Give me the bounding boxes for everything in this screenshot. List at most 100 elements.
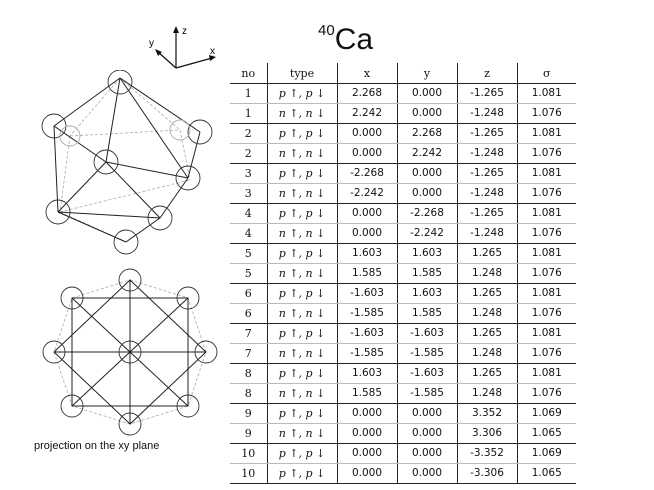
- cell-x: 0.000: [336, 423, 397, 444]
- cell-y: -1.585: [396, 343, 457, 364]
- cell-x: 0.000: [336, 463, 397, 484]
- cell-type: n ↑, n ↓: [266, 383, 337, 404]
- cell-sigma: 1.069: [516, 403, 576, 424]
- table-header-row: no type x y z σ: [230, 63, 576, 84]
- cell-sigma: 1.076: [516, 303, 576, 324]
- cell-z: 3.352: [456, 403, 517, 424]
- cell-z: 1.265: [456, 283, 517, 304]
- cell-no: 6: [230, 303, 267, 324]
- cell-type: p ↑, p ↓: [266, 363, 337, 384]
- cell-y: 1.603: [396, 243, 457, 264]
- mass-number: 40: [318, 22, 335, 39]
- cell-y: -1.603: [396, 363, 457, 384]
- page-title: 40Ca: [318, 22, 373, 57]
- cell-no: 9: [230, 403, 267, 424]
- column-header-x: x: [336, 63, 397, 84]
- element-symbol: Ca: [334, 23, 374, 56]
- cell-x: 2.268: [336, 83, 397, 104]
- cell-x: -1.585: [336, 303, 397, 324]
- cell-sigma: 1.081: [516, 123, 576, 144]
- cell-type: p ↑, p ↓: [266, 443, 337, 464]
- cell-sigma: 1.081: [516, 243, 576, 264]
- cell-z: 1.265: [456, 243, 517, 264]
- cell-type: n ↑, n ↓: [266, 103, 337, 124]
- cell-type: n ↑, n ↓: [266, 343, 337, 364]
- xy-projection-diagram: [42, 268, 218, 436]
- cell-type: p ↑, p ↓: [266, 323, 337, 344]
- cell-no: 8: [230, 363, 267, 384]
- cell-y: 1.603: [396, 283, 457, 304]
- cell-sigma: 1.081: [516, 283, 576, 304]
- cell-z: -1.265: [456, 83, 517, 104]
- cell-x: 0.000: [336, 403, 397, 424]
- cell-z: 1.248: [456, 303, 517, 324]
- cell-y: -2.242: [396, 223, 457, 244]
- cell-sigma: 1.076: [516, 183, 576, 204]
- cell-no: 1: [230, 83, 267, 104]
- cell-y: 2.242: [396, 143, 457, 164]
- cell-z: -1.265: [456, 123, 517, 144]
- cell-y: -1.585: [396, 383, 457, 404]
- cell-type: n ↑, n ↓: [266, 183, 337, 204]
- cell-z: 1.265: [456, 323, 517, 344]
- cell-sigma: 1.069: [516, 443, 576, 464]
- cell-z: 1.248: [456, 263, 517, 284]
- cell-z: -1.248: [456, 103, 517, 124]
- cell-sigma: 1.081: [516, 163, 576, 184]
- cell-sigma: 1.076: [516, 223, 576, 244]
- cell-y: 2.268: [396, 123, 457, 144]
- cell-z: 1.265: [456, 363, 517, 384]
- cell-type: n ↑, n ↓: [266, 303, 337, 324]
- cell-y: 0.000: [396, 403, 457, 424]
- cell-type: p ↑, p ↓: [266, 463, 337, 484]
- cell-x: 1.603: [336, 363, 397, 384]
- cell-sigma: 1.076: [516, 343, 576, 364]
- cell-z: 1.248: [456, 343, 517, 364]
- cell-x: 0.000: [336, 123, 397, 144]
- cell-x: 1.603: [336, 243, 397, 264]
- cell-x: 2.242: [336, 103, 397, 124]
- cell-type: n ↑, n ↓: [266, 223, 337, 244]
- cell-no: 8: [230, 383, 267, 404]
- cell-sigma: 1.081: [516, 323, 576, 344]
- cell-z: -1.265: [456, 163, 517, 184]
- axis-label-x: x: [210, 46, 215, 57]
- cell-y: 0.000: [396, 443, 457, 464]
- cell-z: -1.265: [456, 203, 517, 224]
- cell-x: -2.268: [336, 163, 397, 184]
- cell-no: 3: [230, 183, 267, 204]
- cell-y: -1.603: [396, 323, 457, 344]
- cell-x: 0.000: [336, 223, 397, 244]
- column-header-sigma: σ: [516, 63, 576, 84]
- cell-sigma: 1.081: [516, 363, 576, 384]
- cell-type: p ↑, p ↓: [266, 403, 337, 424]
- cell-no: 6: [230, 283, 267, 304]
- cell-no: 9: [230, 423, 267, 444]
- axis-label-y: y: [149, 38, 154, 49]
- cell-no: 4: [230, 223, 267, 244]
- cell-x: 0.000: [336, 203, 397, 224]
- cell-x: 1.585: [336, 263, 397, 284]
- cell-no: 5: [230, 243, 267, 264]
- cell-sigma: 1.065: [516, 463, 576, 484]
- cell-type: n ↑, n ↓: [266, 263, 337, 284]
- column-header-y: y: [396, 63, 457, 84]
- cell-no: 2: [230, 123, 267, 144]
- cell-sigma: 1.065: [516, 423, 576, 444]
- cell-z: 3.306: [456, 423, 517, 444]
- cell-y: 1.585: [396, 303, 457, 324]
- cell-x: -1.585: [336, 343, 397, 364]
- cell-type: p ↑, p ↓: [266, 203, 337, 224]
- cell-type: p ↑, p ↓: [266, 83, 337, 104]
- cell-no: 5: [230, 263, 267, 284]
